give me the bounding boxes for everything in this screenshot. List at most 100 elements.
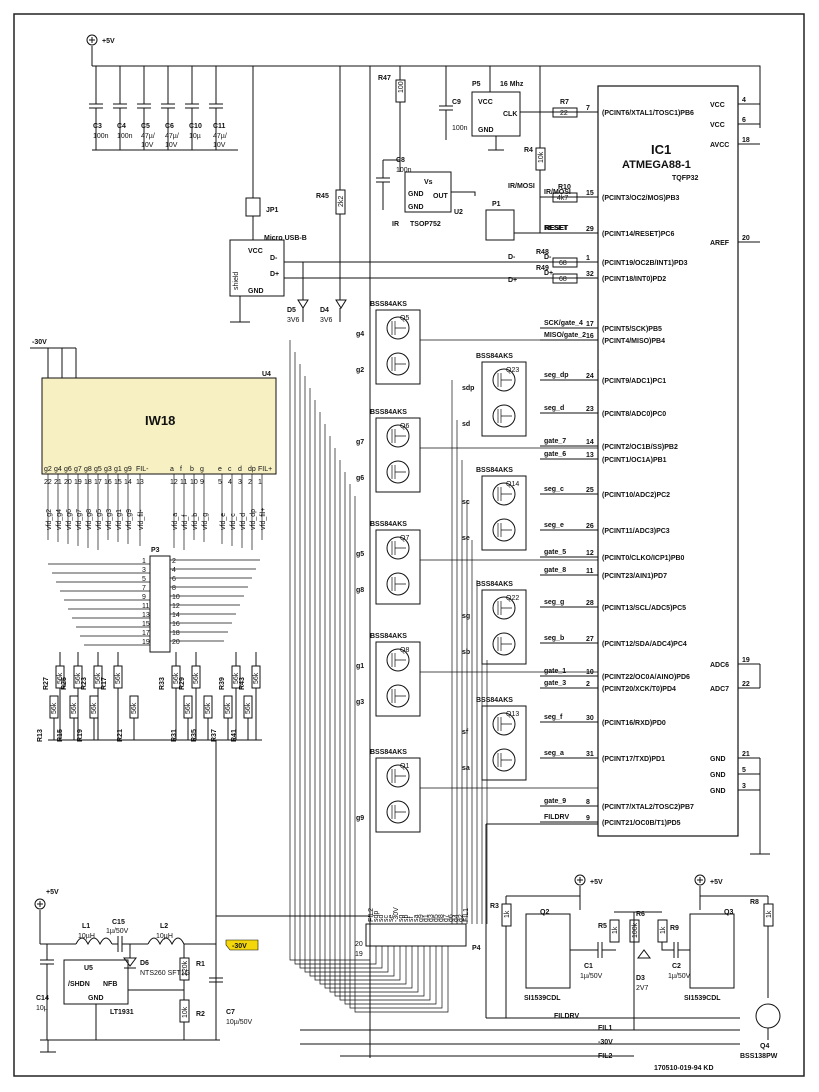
svg-text:C7: C7 [226, 1009, 235, 1016]
pin-number: 9 [200, 479, 204, 486]
svg-text:R7: R7 [560, 99, 569, 106]
vfd-net: vfd_g9 [126, 509, 133, 530]
cap-value: 47µ/ [165, 133, 179, 140]
svg-text:100k: 100k [632, 922, 639, 938]
pin-label: (PCINT11/ADC3)PC3 [602, 528, 670, 535]
svg-text:D+: D+ [270, 271, 279, 278]
mosfet-type: BSS84AKS [476, 353, 513, 360]
net-label: seg_g [544, 599, 564, 606]
p4-label: g9 [418, 914, 425, 922]
p3-pin: 2 [172, 558, 176, 565]
svg-text:22: 22 [560, 110, 568, 117]
pin-number: 18 [742, 137, 750, 144]
pin-label: (PCINT22/OC0A/AINO)PD6 [602, 674, 690, 681]
net-label: seg_c [544, 486, 564, 493]
res-value: 56k [51, 702, 58, 714]
r45-d4-d5: R45 2k2 D5 3V6 D4 3V6 [287, 66, 347, 324]
p4-label: FIL1 [463, 908, 470, 922]
svg-text:U5: U5 [84, 965, 93, 972]
net-label: SCK/gate_4 [544, 320, 583, 327]
pin-number: 30 [586, 715, 594, 722]
cap-value: 47µ/ [141, 133, 155, 140]
net-label: seg_d [544, 405, 564, 412]
svg-text:P5: P5 [472, 81, 481, 88]
mosfet-ref: Q14 [506, 481, 519, 488]
vfd-net: vfd_fil- [138, 509, 145, 530]
svg-text:/SHDN: /SHDN [68, 981, 90, 988]
ir-receiver-u2: Vs GND OUT GND U2 TSOP752 IR [392, 171, 476, 228]
pin-label: (PCINT4/MISO)PB4 [602, 338, 665, 345]
p4-label: -30V [393, 907, 400, 922]
pin-number: 3 [238, 479, 242, 486]
p4-pin-num: 19 [355, 951, 363, 958]
res-ref: R35 [191, 729, 198, 742]
p3-pin: 5 [142, 576, 146, 583]
pin-number: 22 [742, 681, 750, 688]
ic1-ref: IC1 [651, 142, 671, 157]
p3-pin: 19 [142, 639, 150, 646]
pin-label: (PCINT2/OC1B/SS)PB2 [602, 444, 678, 451]
res-value: 56k [131, 702, 138, 714]
net-label: gate_8 [544, 567, 566, 574]
svg-text:D3: D3 [636, 975, 645, 982]
p4-pin-fil1: FIL1 [463, 908, 470, 922]
res-ref: R19 [77, 729, 84, 742]
pin-number: 17 [586, 321, 594, 328]
net-label: IR/MOSI [544, 189, 571, 196]
svg-text:GND: GND [408, 204, 424, 211]
pin-label: (PCINT1/OC1A)PB1 [602, 457, 667, 464]
res-value: 56k [193, 672, 200, 684]
pin-name: FIL+ [258, 466, 272, 473]
pin-number: 29 [586, 226, 594, 233]
p4-label: sf [408, 917, 415, 923]
svg-text:GND: GND [248, 288, 264, 295]
svg-text:C9: C9 [452, 99, 461, 106]
svg-text:1k: 1k [504, 910, 511, 918]
mosfet-type: BSS84AKS [370, 749, 407, 756]
cap-ref: C3 [93, 123, 102, 130]
pin-number: 16 [586, 333, 594, 340]
p3-pin: 12 [172, 603, 180, 610]
vfd-net: vfd_fil+ [260, 508, 267, 530]
p4-pin-sd: sd [378, 915, 385, 923]
net-label: seg_e [544, 522, 564, 529]
svg-text:-30V: -30V [232, 943, 247, 950]
pin-name: b [190, 466, 194, 473]
pin-number: 11 [586, 568, 594, 575]
pin-name: dp [248, 466, 256, 473]
drawing-number: 170510-019-94 KD [654, 1065, 714, 1072]
res-ref: R15 [57, 729, 64, 742]
vfd-net: vfd_d [240, 513, 247, 530]
svg-text:R48: R48 [536, 249, 549, 256]
pin-number: 5 [218, 479, 222, 486]
svg-text:P4: P4 [472, 945, 481, 952]
pin-name: g5 [94, 466, 102, 473]
pin-number: 23 [586, 406, 594, 413]
mosfet-type: BSS84AKS [370, 409, 407, 416]
p3-pin: 4 [172, 567, 176, 574]
top-capacitors: C3100nC4100nC547µ/10VC647µ/10VC1010µC114… [89, 66, 227, 150]
svg-text:10µ/50V: 10µ/50V [226, 1019, 253, 1026]
svg-text:R47: R47 [378, 75, 391, 82]
p4-pin-g7: g7 [443, 914, 450, 922]
svg-text:16 Mhz: 16 Mhz [500, 81, 524, 88]
mosfets-left-column: BSS84AKSQ5g4g2BSS84AKSQ6g7g6BSS84AKSQ7g5… [356, 301, 598, 833]
svg-text:2V7: 2V7 [636, 985, 649, 992]
